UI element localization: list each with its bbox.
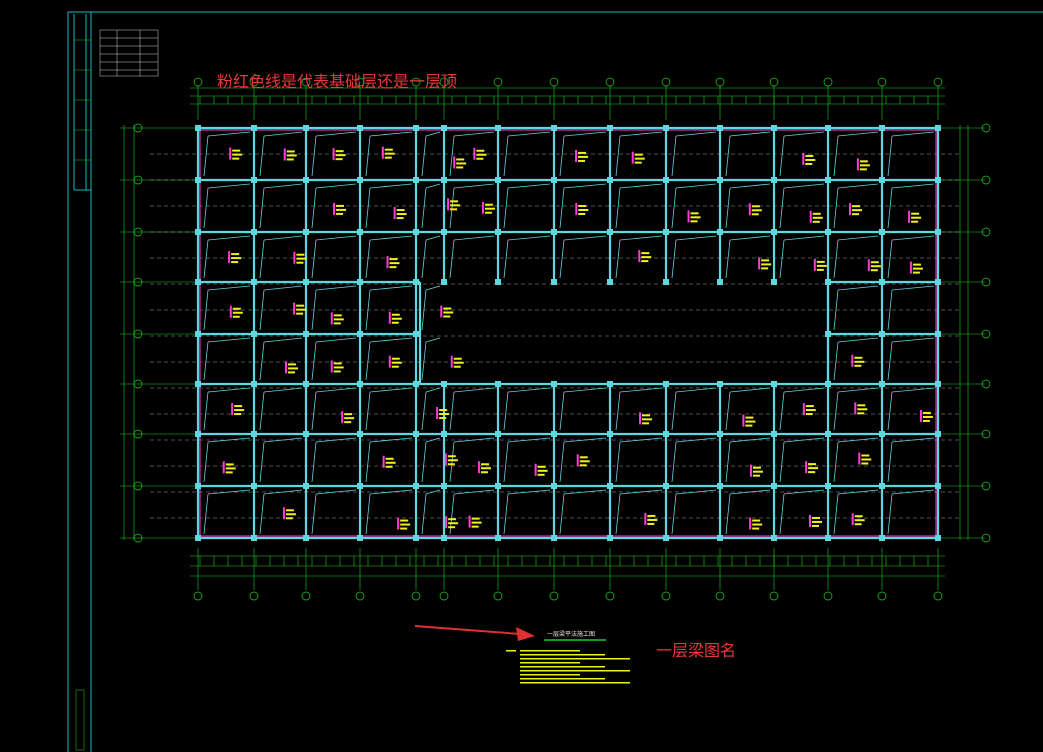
beam-labels (222, 146, 933, 530)
bottom-title-strip (75, 689, 85, 751)
plan-title: 一层梁平法施工图 (547, 630, 595, 638)
red-arrow (414, 625, 535, 641)
plan-title-block: 一层梁平法施工图 (544, 630, 606, 641)
annotation-question-text: 粉红色线是代表基础层还是一层顶 (217, 72, 458, 91)
axis-bubbles (133, 77, 991, 601)
column-markers (195, 125, 941, 541)
annotation-beam-name-label: 一层梁图名 (656, 641, 737, 660)
title-strip-left (74, 39, 91, 161)
secondary-beams (203, 131, 935, 535)
drawing-frame (67, 11, 1043, 752)
general-notes (506, 650, 630, 684)
floor-beam-plan[interactable] (120, 77, 991, 601)
legend-table (99, 29, 159, 77)
